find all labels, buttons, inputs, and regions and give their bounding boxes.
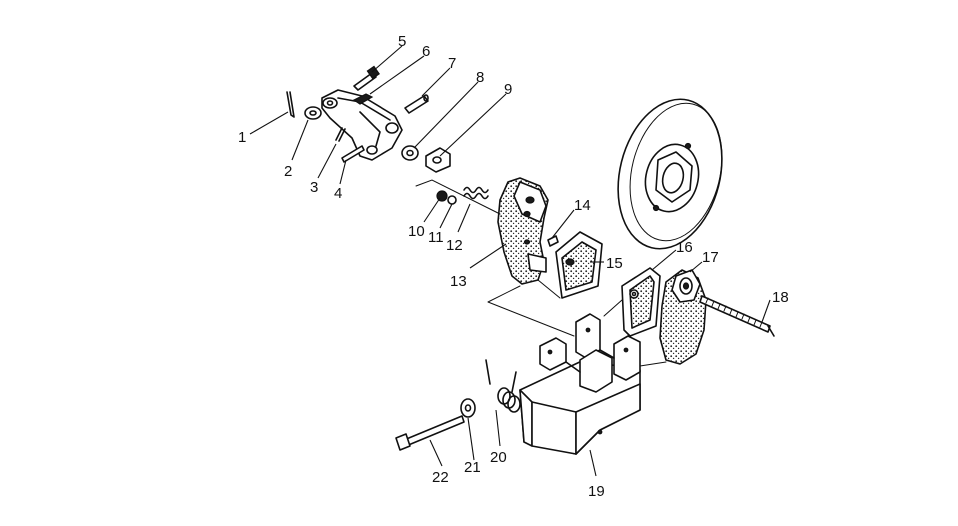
part-13-caliper-half (497, 177, 549, 285)
label-8: 8 (476, 69, 484, 86)
label-9: 9 (504, 81, 512, 98)
part-21-washer (460, 398, 476, 418)
label-2: 2 (284, 163, 292, 180)
brake-disc (617, 98, 723, 250)
label-19: 19 (588, 483, 605, 500)
label-5: 5 (398, 33, 406, 50)
leader-lines (249, 45, 771, 477)
label-3: 3 (310, 179, 318, 196)
part-22-long-bolt (395, 415, 465, 451)
part-9-adjuster-block (425, 147, 451, 173)
label-11: 11 (428, 229, 444, 246)
part-labels: 1 2 3 4 5 6 7 8 9 10 11 12 13 14 15 16 1… (238, 33, 789, 500)
label-4: 4 (334, 185, 342, 202)
part-2-washer (304, 106, 322, 120)
label-22: 22 (432, 469, 449, 486)
part-20-torsion-spring (485, 359, 521, 413)
part-7-pin (404, 94, 429, 114)
part-15-brake-pad (555, 231, 603, 299)
part-16-brake-pad (621, 267, 661, 337)
label-20: 20 (490, 449, 507, 466)
label-7: 7 (448, 55, 456, 72)
part-14-screw (547, 235, 559, 247)
part-17-caliper-half (659, 269, 707, 365)
part-12-spring (463, 186, 489, 200)
label-21: 21 (464, 459, 481, 476)
label-17: 17 (702, 249, 719, 266)
part-1-cotter-pin (286, 91, 295, 118)
label-13: 13 (450, 273, 467, 290)
label-6: 6 (422, 43, 430, 60)
part-19-mounting-bracket (519, 313, 641, 455)
part-11-washer (447, 195, 457, 205)
part-5-bolt (353, 65, 380, 91)
part-8-nut (401, 145, 419, 161)
label-15: 15 (606, 255, 623, 272)
label-10: 10 (408, 223, 425, 240)
label-14: 14 (574, 197, 591, 214)
assembly-lines (415, 179, 667, 367)
label-16: 16 (676, 239, 693, 256)
label-18: 18 (772, 289, 789, 306)
label-12: 12 (446, 237, 463, 254)
part-3-pin (335, 127, 346, 142)
part-4-rod (341, 145, 365, 163)
part-18-threaded-bolt (699, 295, 775, 337)
part-6-bracket (321, 89, 403, 161)
label-1: 1 (238, 129, 246, 146)
